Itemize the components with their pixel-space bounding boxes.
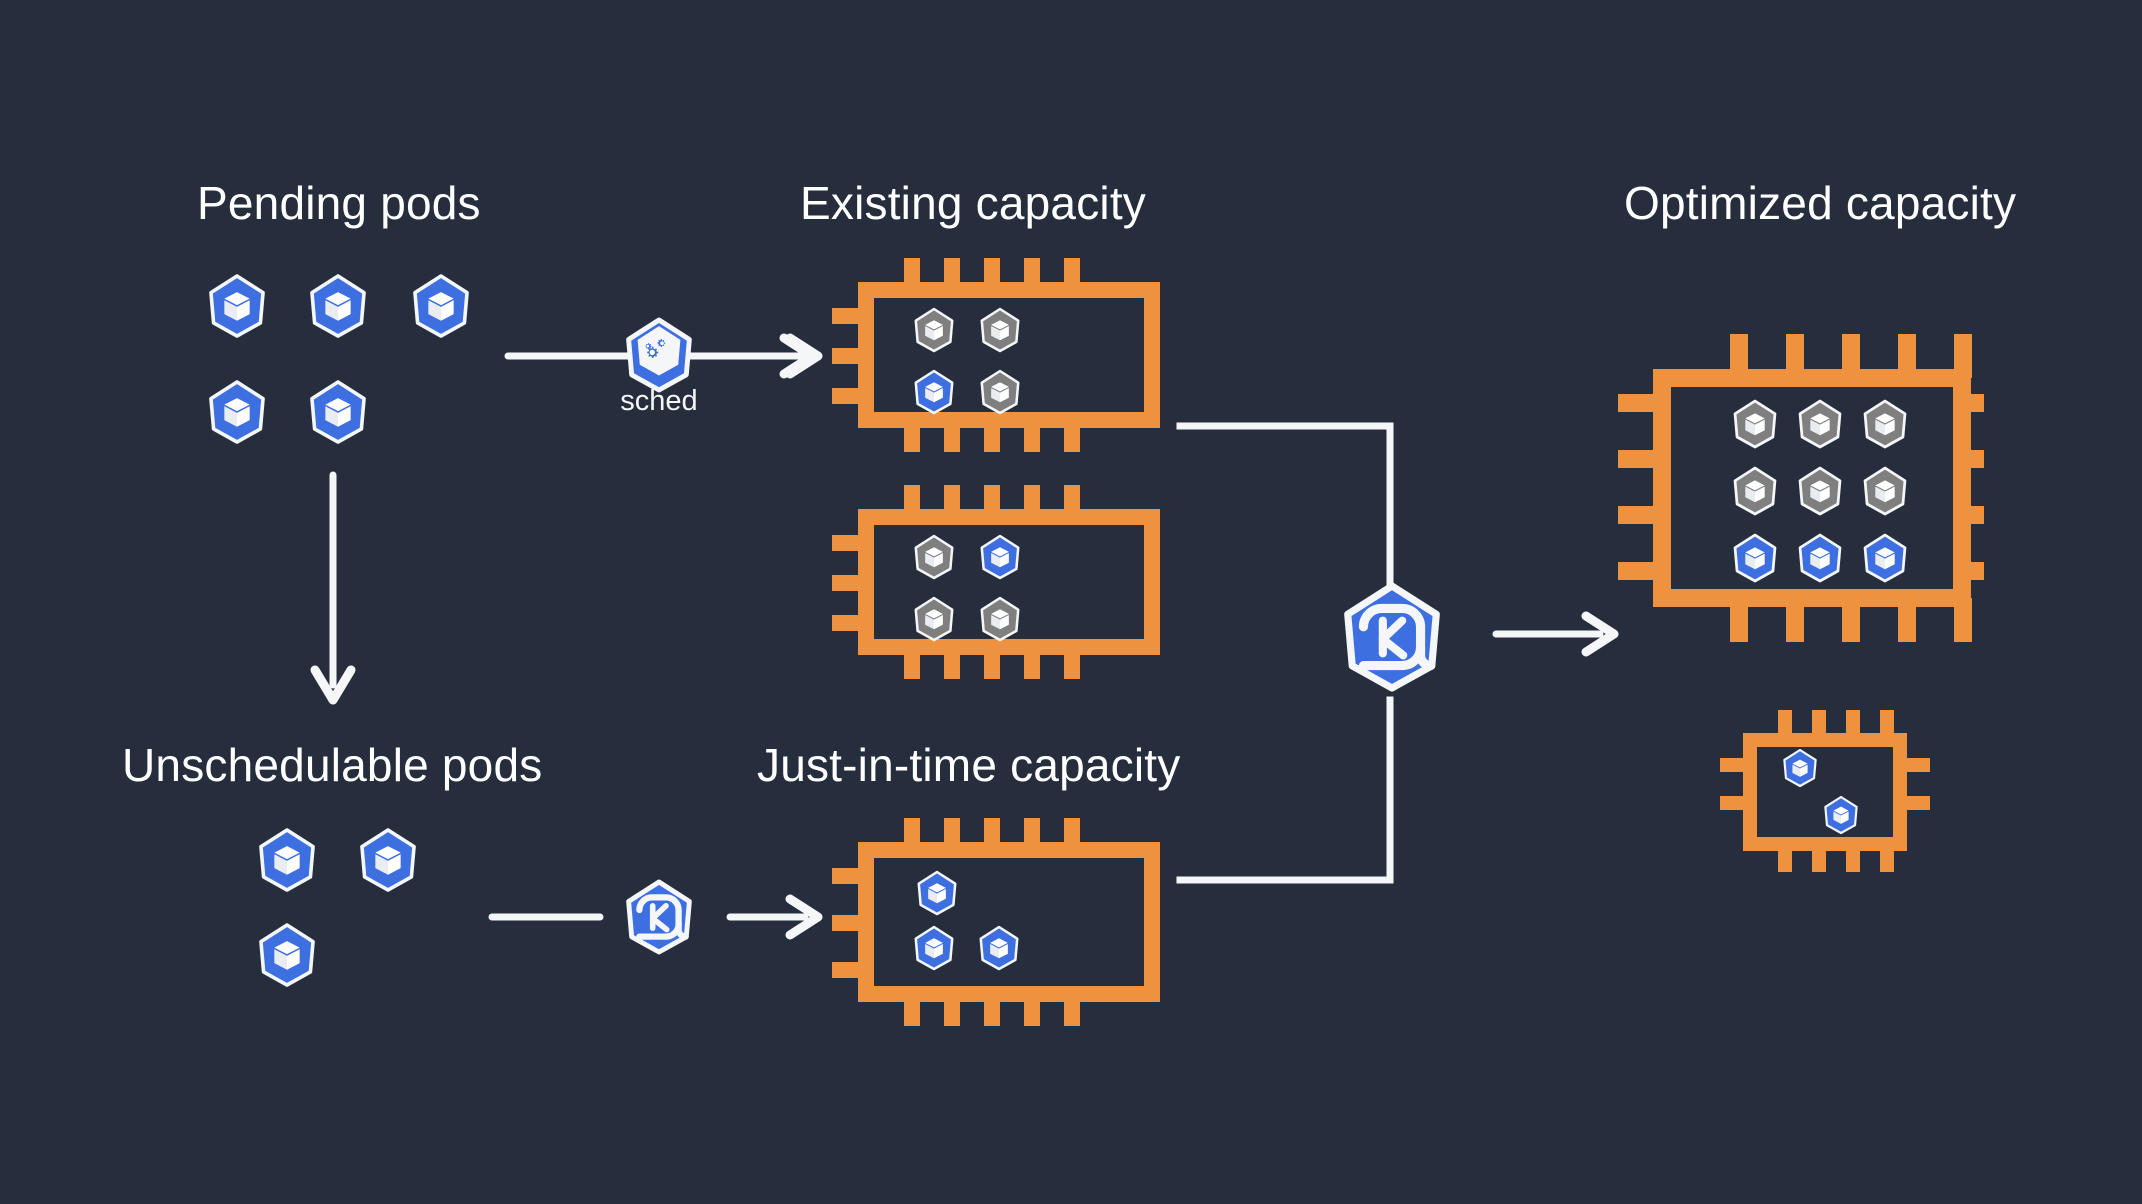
pod-icon (310, 274, 366, 338)
pod-icon (360, 828, 416, 892)
pod-icon (259, 923, 315, 987)
just-in-time-capacity-chip (832, 818, 1160, 1026)
karpenter-to-optimized-arrow (1492, 611, 1619, 657)
heading-jit-capacity: Just-in-time capacity (757, 739, 1181, 791)
optimized-capacity-chip-small (1720, 710, 1930, 872)
karpenter-to-jit-arrow (726, 894, 823, 940)
pod-icon (310, 380, 366, 444)
pending-pods-group (209, 274, 469, 444)
pod-icon (209, 380, 265, 444)
pending-to-unschedulable-arrow (310, 471, 356, 705)
unschedulable-pods-group (259, 828, 416, 987)
heading-unschedulable-pods: Unschedulable pods (122, 739, 543, 791)
optimized-capacity-chip-large (1618, 334, 1984, 642)
existing-capacity-chip-2 (832, 485, 1160, 679)
pod-icon (259, 828, 315, 892)
pod-icon (209, 274, 265, 338)
existing-capacity-chip-1 (832, 258, 1160, 452)
scheduler-node: sched (620, 320, 698, 417)
karpenter-jit-node (629, 882, 690, 952)
heading-existing-capacity: Existing capacity (800, 177, 1146, 229)
pod-icon (413, 274, 469, 338)
capacity-merge-bracket (1176, 422, 1394, 884)
karpenter-main-node (1348, 586, 1437, 688)
scheduler-label: sched (620, 385, 697, 417)
heading-pending-pods: Pending pods (197, 177, 481, 229)
scheduler-to-existing-arrow (726, 333, 823, 379)
heading-optimized-capacity: Optimized capacity (1624, 177, 2017, 229)
